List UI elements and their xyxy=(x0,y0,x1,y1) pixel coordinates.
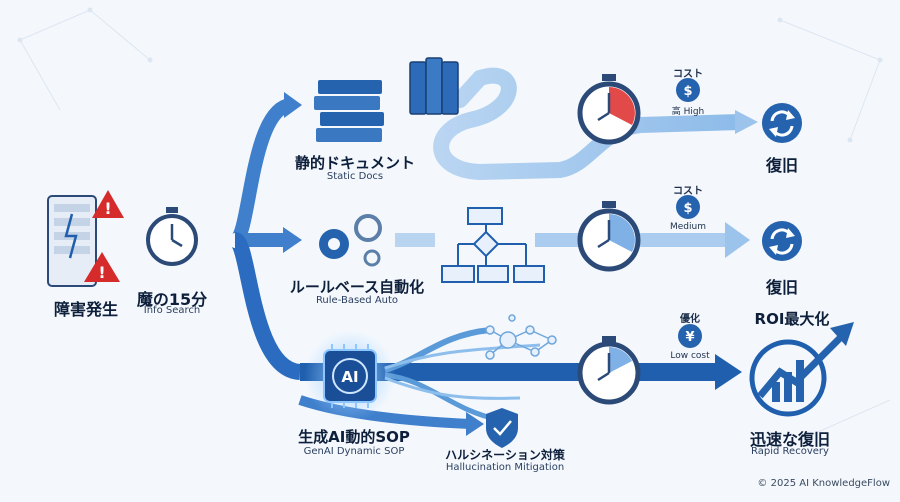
cost-heading: コスト xyxy=(673,69,703,80)
background-network xyxy=(17,7,891,441)
ai-chip-label: AI xyxy=(341,368,358,386)
mitigation-title: ハルシネーション対策 xyxy=(445,448,565,462)
yen-bag-icon: ¥ xyxy=(678,324,702,348)
cost-heading: コスト xyxy=(673,186,703,197)
flow-trunk xyxy=(100,92,302,380)
ai-chip-icon: AI xyxy=(304,330,396,422)
path-top-title: 静的ドキュメント xyxy=(294,154,415,172)
svg-text:!: ! xyxy=(104,199,111,218)
flowchart-icon xyxy=(441,207,545,283)
cost-level-label: Medium xyxy=(670,222,706,232)
shield-check-icon xyxy=(486,408,518,448)
copyright: © 2025 AI KnowledgeFlow xyxy=(757,478,890,489)
dollar-bag-icon: $ xyxy=(676,195,700,219)
dollar-bag-icon: $ xyxy=(676,78,700,102)
stopwatch-icon xyxy=(146,207,198,266)
svg-text:¥: ¥ xyxy=(685,330,694,345)
result-top: 復旧 xyxy=(765,156,798,175)
result-bottom: 迅速な復旧 xyxy=(749,430,830,449)
refresh-icon xyxy=(762,221,802,261)
alert-icon: ! xyxy=(84,252,120,282)
binders-icon xyxy=(409,57,459,115)
path-bottom-subtitle: GenAI Dynamic SOP xyxy=(303,446,405,457)
incident-title: 障害発生 xyxy=(53,300,118,319)
roi-title: ROI最大化 xyxy=(754,310,830,328)
result-middle: 復旧 xyxy=(765,278,798,297)
cost-heading: 優化 xyxy=(680,314,700,325)
path-middle-title: ルールベース自動化 xyxy=(289,278,425,296)
search-title: 魔の15分 xyxy=(136,290,208,309)
result-bottom-subtitle: Rapid Recovery xyxy=(751,446,829,457)
books-icon xyxy=(314,80,384,142)
alert-icon: ! xyxy=(92,190,124,218)
gears-icon xyxy=(319,214,382,267)
path-middle-subtitle: Rule-Based Auto xyxy=(315,295,399,306)
flow-top-path xyxy=(433,67,758,181)
svg-text:$: $ xyxy=(683,84,692,99)
cost-level-label: Low cost xyxy=(670,351,710,361)
mitigation-subtitle: Hallucination Mitigation xyxy=(445,462,565,473)
path-bottom-title: 生成AI動的SOP xyxy=(298,428,410,446)
stopwatch-icon xyxy=(577,336,641,405)
path-top-subtitle: Static Docs xyxy=(326,171,384,182)
svg-text:!: ! xyxy=(98,263,105,282)
search-subtitle: Info Search xyxy=(143,305,201,316)
server-icon xyxy=(47,195,97,287)
stopwatch-icon xyxy=(577,201,641,272)
cost-level-label: 高 High xyxy=(671,107,705,117)
refresh-icon xyxy=(762,103,802,143)
stopwatch-icon xyxy=(577,74,641,145)
svg-text:$: $ xyxy=(683,201,692,216)
growth-chart-icon xyxy=(749,322,854,417)
neural-network-icon xyxy=(485,314,557,360)
